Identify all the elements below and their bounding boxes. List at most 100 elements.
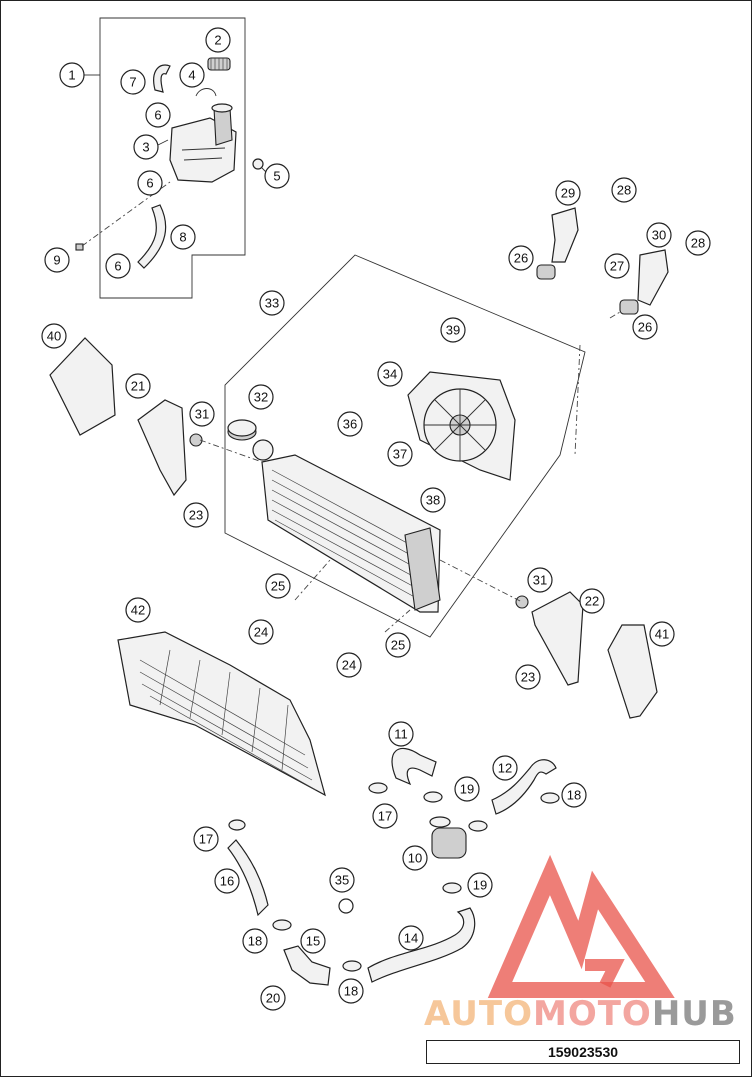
group-outline-expansion-tank xyxy=(99,17,246,299)
svg-text:32: 32 xyxy=(254,390,268,405)
callout-6a: 6 xyxy=(145,102,171,128)
svg-text:42: 42 xyxy=(131,603,145,618)
callout-37: 37 xyxy=(387,441,413,467)
svg-text:23: 23 xyxy=(189,508,203,523)
hose-11 xyxy=(391,747,437,786)
callout-28b: 28 xyxy=(685,230,711,256)
svg-text:28: 28 xyxy=(691,236,705,251)
svg-text:41: 41 xyxy=(655,627,669,642)
svg-text:31: 31 xyxy=(533,573,547,588)
guard-21 xyxy=(137,399,187,497)
svg-text:18: 18 xyxy=(567,788,581,803)
callout-25b: 25 xyxy=(385,632,411,658)
callout-35: 35 xyxy=(329,867,355,893)
svg-text:10: 10 xyxy=(408,851,422,866)
callout-3: 3 xyxy=(133,134,169,160)
callout-30: 30 xyxy=(646,222,672,248)
svg-text:1: 1 xyxy=(68,68,75,83)
callout-16: 16 xyxy=(214,868,240,894)
drawing-number-box: 159023530 xyxy=(426,1040,740,1064)
watermark-hub: HUB xyxy=(651,994,737,1034)
radiator-grille xyxy=(117,631,326,797)
callout-18a: 18 xyxy=(561,782,587,808)
expansion-tank xyxy=(169,103,237,183)
tank-hose-7 xyxy=(153,64,171,93)
svg-text:3: 3 xyxy=(142,140,149,155)
tank-clip-4 xyxy=(195,88,217,97)
watermark-auto: AUTO xyxy=(424,994,533,1034)
callout-26b: 26 xyxy=(632,314,658,340)
radiator-core xyxy=(252,439,441,613)
watermark-moto: MOTO xyxy=(532,994,652,1034)
callout-20: 20 xyxy=(260,985,286,1011)
hose-12 xyxy=(491,759,557,815)
callout-26a: 26 xyxy=(508,245,534,271)
assembly-lines xyxy=(81,181,621,633)
svg-text:15: 15 xyxy=(306,934,320,949)
svg-text:9: 9 xyxy=(53,253,60,268)
callout-34: 34 xyxy=(377,361,403,387)
svg-text:4: 4 xyxy=(188,68,195,83)
svg-text:30: 30 xyxy=(652,228,666,243)
radiator-fan xyxy=(407,371,516,481)
shroud-40 xyxy=(49,337,116,436)
callout-39: 39 xyxy=(440,317,466,343)
svg-text:27: 27 xyxy=(610,259,624,274)
callout-42: 42 xyxy=(125,597,151,623)
bracket-30 xyxy=(637,249,669,306)
svg-text:29: 29 xyxy=(561,186,575,201)
svg-text:2: 2 xyxy=(214,33,221,48)
group-outline-radiator xyxy=(224,254,586,638)
grommet-31a xyxy=(189,433,203,447)
tank-cap xyxy=(207,57,231,71)
svg-text:36: 36 xyxy=(343,417,357,432)
svg-text:18: 18 xyxy=(344,984,358,999)
svg-text:25: 25 xyxy=(391,638,405,653)
thermostat-10 xyxy=(429,816,467,859)
shroud-41 xyxy=(607,624,658,719)
svg-text:39: 39 xyxy=(446,323,460,338)
callout-36: 36 xyxy=(337,411,363,437)
watermark-text: AUTOMOTOHUB xyxy=(424,994,737,1034)
callout-18b: 18 xyxy=(242,928,268,954)
callout-19b: 19 xyxy=(467,872,493,898)
callout-23b: 23 xyxy=(515,664,541,690)
svg-text:23: 23 xyxy=(521,670,535,685)
callout-7: 7 xyxy=(120,69,146,95)
callout-38: 38 xyxy=(420,487,446,513)
callout-9: 9 xyxy=(44,247,70,273)
svg-text:16: 16 xyxy=(220,874,234,889)
svg-text:11: 11 xyxy=(394,727,408,742)
callout-19a: 19 xyxy=(454,776,480,802)
callout-40: 40 xyxy=(41,323,67,349)
svg-text:14: 14 xyxy=(404,931,418,946)
svg-text:17: 17 xyxy=(199,832,213,847)
svg-text:24: 24 xyxy=(342,658,356,673)
callout-28a: 28 xyxy=(611,177,637,203)
callout-31a: 31 xyxy=(189,401,215,427)
callout-24a: 24 xyxy=(248,619,274,645)
callout-5: 5 xyxy=(261,163,290,189)
callout-6c: 6 xyxy=(105,253,131,279)
callout-24b: 24 xyxy=(336,652,362,678)
svg-text:8: 8 xyxy=(179,230,186,245)
rubber-mount-26b xyxy=(619,299,639,315)
svg-text:26: 26 xyxy=(514,251,528,266)
tank-nut-5 xyxy=(252,158,264,170)
callout-25a: 25 xyxy=(265,573,291,599)
bracket-29 xyxy=(551,207,579,263)
rubber-mount-26a xyxy=(536,264,556,280)
svg-text:40: 40 xyxy=(47,329,61,344)
callout-21: 21 xyxy=(125,373,151,399)
oring-35 xyxy=(338,898,354,914)
callout-33: 33 xyxy=(259,290,285,316)
radiator-cap-32 xyxy=(227,419,257,441)
grommet-31b xyxy=(515,595,529,609)
svg-text:33: 33 xyxy=(265,296,279,311)
callout-10: 10 xyxy=(402,845,428,871)
svg-text:6: 6 xyxy=(146,176,153,191)
callout-41: 41 xyxy=(649,621,675,647)
svg-text:21: 21 xyxy=(131,379,145,394)
svg-text:38: 38 xyxy=(426,493,440,508)
